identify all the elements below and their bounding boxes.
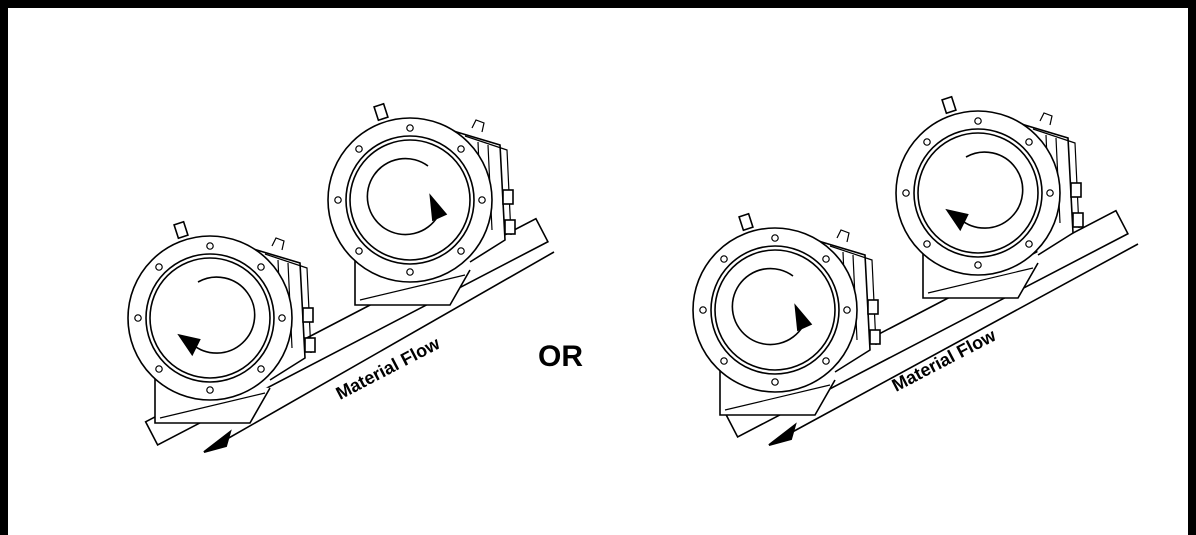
flow-arrow-icon [768, 243, 1139, 446]
right-panel: Material Flow [692, 95, 1139, 446]
left-panel: Material Flow [127, 102, 555, 453]
vibrator-motor [127, 220, 316, 424]
or-separator: OR [538, 340, 583, 373]
vibrator-motor [327, 102, 516, 306]
flow-arrow-icon [203, 251, 555, 453]
vibrator-motor [692, 212, 881, 416]
